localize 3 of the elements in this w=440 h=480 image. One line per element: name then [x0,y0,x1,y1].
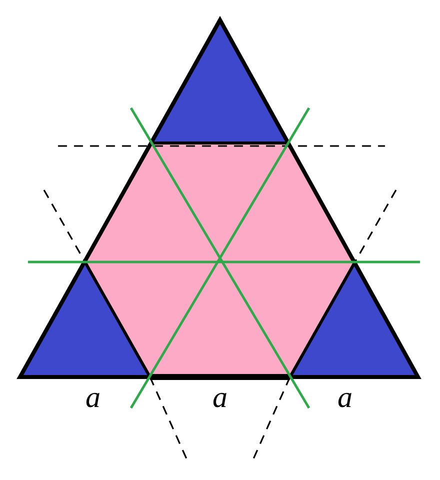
side-length-label: a [212,383,228,413]
side-length-label: a [338,383,352,413]
side-length-label: a [86,383,100,413]
